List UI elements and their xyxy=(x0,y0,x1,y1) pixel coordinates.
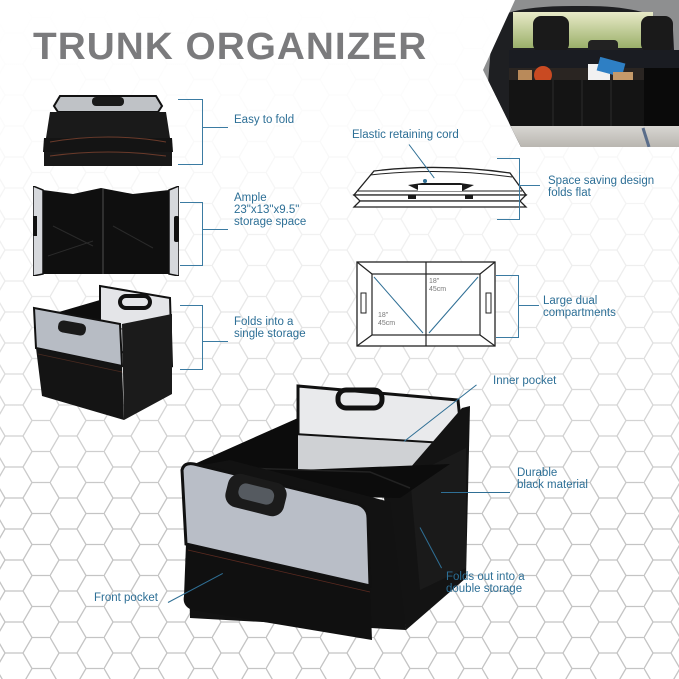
dimension-label-right: 18" 45cm xyxy=(429,278,446,294)
folds-flat-line-2: folds flat xyxy=(548,187,591,199)
easy-to-fold-stub xyxy=(203,127,228,128)
folds-flat-stub xyxy=(520,185,540,186)
easy-to-fold-label: Easy to fold xyxy=(234,114,295,126)
folds-flat-bracket xyxy=(497,158,520,220)
elastic-cord-dot xyxy=(423,179,427,183)
page-title: TRUNK ORGANIZER xyxy=(33,26,428,68)
inner-pocket-label: Inner pocket xyxy=(493,375,557,387)
dim-right-inches: 18" xyxy=(429,278,440,285)
dim-left-inches: 18" xyxy=(378,312,389,319)
dimension-label-left: 18" 45cm xyxy=(378,312,395,328)
open-flat-organizer-photo xyxy=(33,186,179,276)
top-view-line-drawing xyxy=(356,261,496,347)
ample-storage-bracket xyxy=(180,202,203,266)
dual-compartments-stub xyxy=(519,305,539,306)
dual-compartments-line-2: compartments xyxy=(543,307,616,319)
single-storage-line-1: Folds into a xyxy=(234,316,294,328)
easy-to-fold-bracket xyxy=(178,99,203,165)
durable-material-line-2: black material xyxy=(517,479,588,491)
front-pocket-label: Front pocket xyxy=(94,592,158,604)
dual-compartments-label: Large dual compartments xyxy=(543,295,616,319)
ample-storage-label: Ample 23"x13"x9.5" storage space xyxy=(234,192,306,228)
ample-storage-line-2: 23"x13"x9.5" xyxy=(234,204,300,216)
folds-out-line-2: double storage xyxy=(446,583,523,595)
durable-material-line-1: Durable xyxy=(517,467,558,479)
car-trunk-photo xyxy=(483,0,679,147)
ample-storage-line-1: Ample xyxy=(234,192,267,204)
ample-storage-stub xyxy=(203,229,228,230)
folds-out-label: Folds out into a double storage xyxy=(446,571,525,595)
dual-compartments-bracket xyxy=(496,275,519,338)
folds-flat-label: Space saving design folds flat xyxy=(548,175,654,199)
folds-out-line-1: Folds out into a xyxy=(446,571,525,583)
folded-flat-line-drawing xyxy=(352,166,528,208)
single-storage-bracket xyxy=(180,305,203,370)
single-storage-label: Folds into a single storage xyxy=(234,316,306,340)
main-organizer-photo xyxy=(180,384,470,640)
durable-material-label: Durable black material xyxy=(517,467,588,491)
durable-material-leader xyxy=(441,492,510,493)
dim-right-cm: 45cm xyxy=(429,286,447,293)
dim-left-cm: 45cm xyxy=(378,320,396,327)
folds-flat-line-1: Space saving design xyxy=(548,175,655,187)
ample-storage-line-3: storage space xyxy=(234,216,307,228)
single-storage-stub xyxy=(203,341,228,342)
single-storage-line-2: single storage xyxy=(234,328,306,340)
dual-compartments-line-1: Large dual xyxy=(543,295,598,307)
elastic-cord-callout: Elastic retaining cord xyxy=(352,129,459,141)
folded-organizer-photo xyxy=(43,95,173,166)
single-compartment-organizer-photo xyxy=(32,284,174,420)
